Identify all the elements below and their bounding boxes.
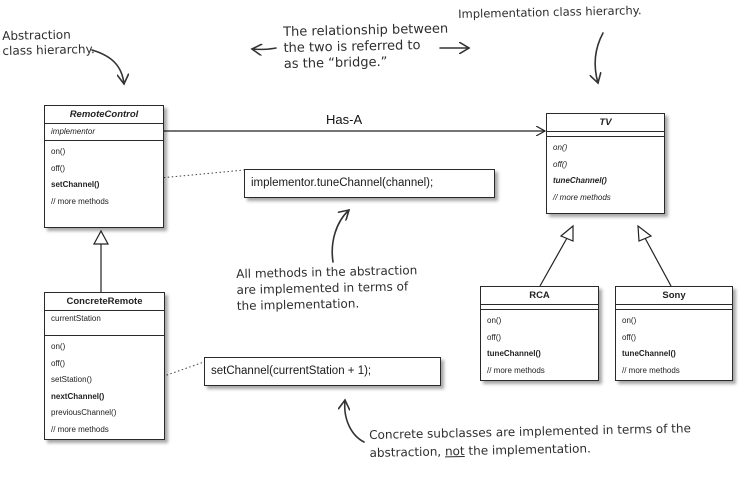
methods-implementation-note: All methods in the abstraction are imple…: [236, 262, 418, 314]
has-a-label: Has-A: [326, 112, 363, 127]
class-methods: on() off() setChannel() // more methods: [45, 141, 163, 213]
class-fields: currentStation: [45, 311, 164, 336]
inheritance-line-rca: [539, 237, 568, 287]
code-box-set-channel: implementor.tuneChannel(channel);: [244, 169, 495, 198]
method-tune-channel: tuneChannel(): [622, 349, 676, 358]
method-off: off(): [487, 332, 502, 342]
method-tune-channel: tuneChannel(): [553, 176, 607, 185]
class-methods: on() off() tuneChannel() // more methods: [547, 137, 664, 209]
class-fields: [481, 305, 598, 310]
method-on: on(): [487, 316, 502, 325]
method-more: // more methods: [51, 424, 109, 434]
method-previous-channel: previousChannel(): [51, 408, 117, 417]
method-more: // more methods: [487, 365, 545, 375]
class-fields: [547, 132, 664, 137]
code-box-next-channel: setChannel(currentStation + 1);: [204, 357, 441, 386]
note-emphasis: not: [444, 444, 465, 459]
dotted-connector-setchannel: [107, 169, 245, 184]
bridge-note-left-arrow: [252, 48, 277, 49]
bridge-note: The relationship between the two is refe…: [283, 22, 449, 73]
methods-note-arrow: [331, 210, 349, 263]
class-name: RemoteControl: [45, 106, 163, 124]
method-set-channel: setChannel(): [51, 180, 100, 189]
field-current-station: currentStation: [51, 314, 101, 323]
implementation-note-arrow: [595, 32, 604, 83]
class-name: RCA: [481, 287, 598, 305]
method-on: on(): [51, 342, 66, 351]
method-off: off(): [51, 163, 66, 173]
abstraction-note-arrow: [91, 49, 124, 84]
method-off: off(): [622, 332, 637, 342]
note-fragment: abstraction,: [369, 444, 446, 460]
method-off: off(): [51, 358, 66, 368]
method-on: on(): [553, 143, 568, 152]
method-tune-channel: tuneChannel(): [487, 349, 541, 358]
inheritance-line-sony: [644, 237, 672, 287]
class-remote-control: RemoteControl implementor on() off() set…: [44, 105, 164, 228]
method-more: // more methods: [553, 192, 611, 202]
method-next-channel: nextChannel(): [51, 391, 105, 401]
class-name: TV: [547, 114, 664, 132]
note-fragment: the implementation.: [464, 441, 591, 459]
abstraction-hierarchy-note: Abstraction class hierarchy.: [2, 27, 95, 59]
class-name: ConcreteRemote: [45, 293, 164, 311]
class-methods: on() off() tuneChannel() // more methods: [481, 310, 598, 382]
concrete-subclasses-note: Concrete subclasses are implemented in t…: [369, 419, 691, 462]
note-line: class hierarchy.: [2, 42, 95, 58]
class-methods: on() off() tuneChannel() // more methods: [616, 310, 732, 382]
method-on: on(): [622, 316, 637, 325]
field-implementor: implementor: [51, 127, 96, 136]
method-on: on(): [51, 147, 66, 156]
inheritance-triangle-rca: [559, 224, 574, 242]
class-methods: on() off() setStation() nextChannel() pr…: [45, 336, 164, 441]
method-off: off(): [553, 159, 568, 169]
concrete-note-arrow: [345, 400, 365, 443]
method-more: // more methods: [622, 365, 680, 375]
class-tv: TV on() off() tuneChannel() // more meth…: [546, 113, 665, 214]
class-name: Sony: [616, 287, 732, 305]
class-fields: implementor: [45, 124, 163, 141]
class-sony: Sony on() off() tuneChannel() // more me…: [615, 286, 733, 381]
class-fields: [616, 305, 732, 310]
class-concrete-remote: ConcreteRemote currentStation on() off()…: [44, 292, 165, 440]
method-set-station: setStation(): [51, 375, 92, 384]
class-rca: RCA on() off() tuneChannel() // more met…: [480, 286, 599, 381]
method-more: // more methods: [51, 196, 109, 206]
inheritance-triangle-remote-control: [92, 229, 110, 245]
inheritance-triangle-sony: [637, 224, 653, 242]
